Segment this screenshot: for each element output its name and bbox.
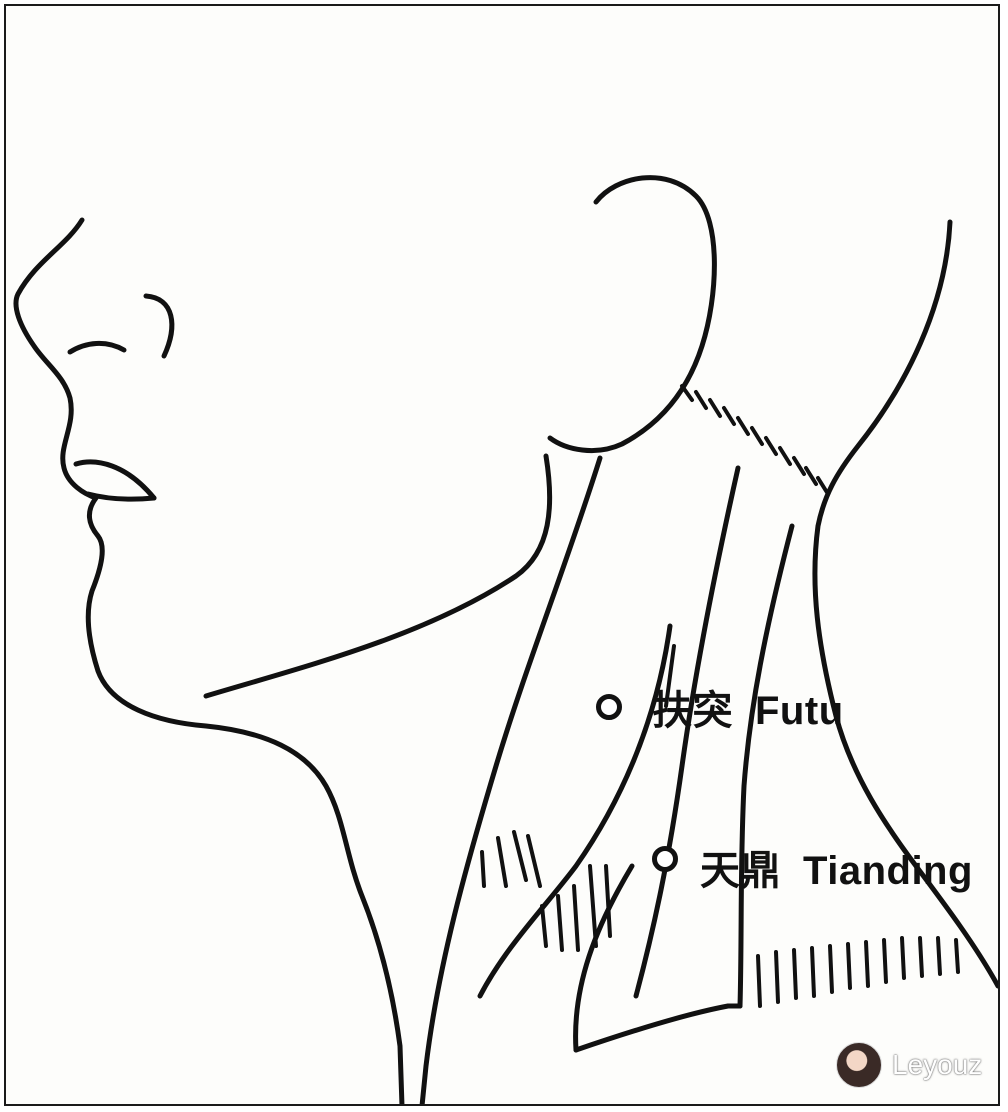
illustration-frame: 扶突 Futu 天鼎 Tianding Leyouz xyxy=(4,4,1000,1106)
hatching-behind-ear xyxy=(680,384,830,496)
clavicle-line xyxy=(573,1003,743,1053)
lower-neck-line xyxy=(573,863,635,1053)
ear-outline xyxy=(547,175,717,453)
watermark-text: Leyouz xyxy=(892,1049,983,1080)
mouth-line xyxy=(73,459,157,501)
futu-english-label: Futu xyxy=(755,689,844,733)
muscle-band-line xyxy=(477,623,673,999)
tianding-label: 天鼎 Tianding xyxy=(700,838,973,896)
muscle-front-edge xyxy=(419,455,603,1104)
nostril-line xyxy=(143,293,175,359)
jaw-line xyxy=(203,453,553,699)
futu-chinese-label: 扶突 xyxy=(652,688,733,734)
tianding-english-label: Tianding xyxy=(803,849,973,893)
muscle-band-line xyxy=(633,465,741,999)
tianding-point-marker[interactable] xyxy=(652,846,678,872)
futu-label: 扶突 Futu xyxy=(652,678,844,736)
nape-line xyxy=(812,219,998,989)
hatching-lower-neck xyxy=(480,830,612,952)
hatching-shoulder xyxy=(756,936,960,1008)
neck-side-view-drawing xyxy=(13,175,998,1104)
lip-line xyxy=(85,491,157,502)
futu-point-marker[interactable] xyxy=(596,694,622,720)
avatar-icon xyxy=(836,1042,882,1088)
muscle-band-line xyxy=(737,523,795,1009)
tianding-chinese-label: 天鼎 xyxy=(700,848,781,894)
muscle-band-line xyxy=(664,644,676,708)
face-profile-line xyxy=(13,217,405,1104)
nostril-inner-line xyxy=(67,341,127,355)
watermark: Leyouz xyxy=(836,1042,982,1088)
